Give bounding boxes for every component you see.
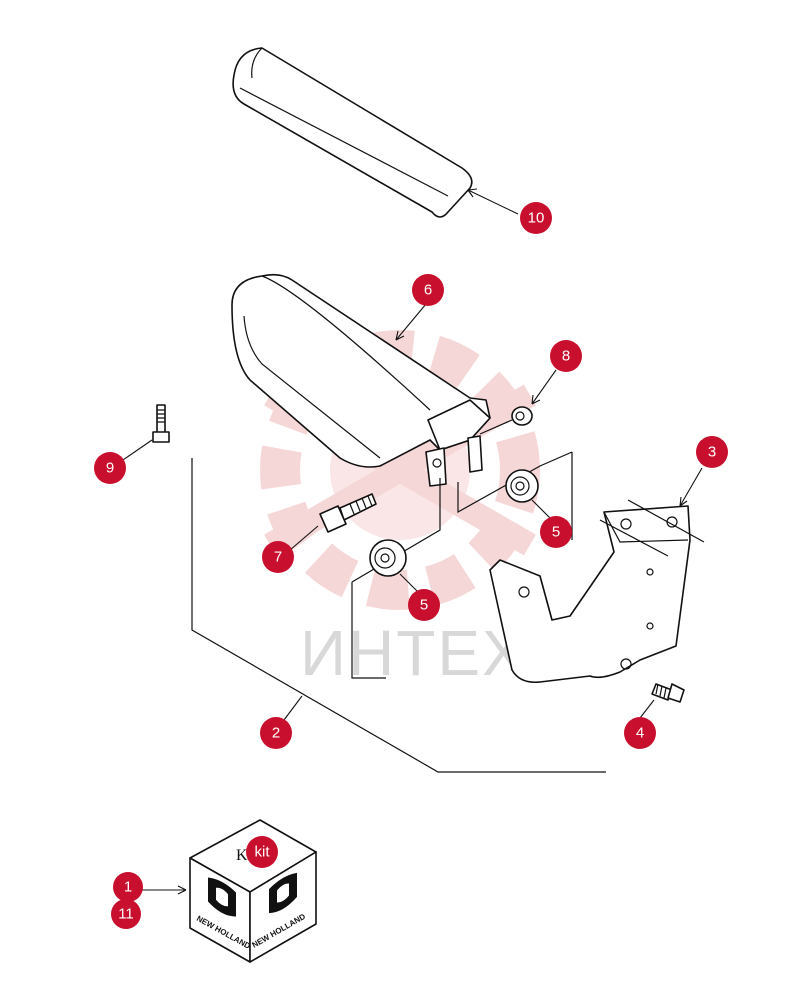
leader-5a [531, 499, 553, 521]
bracket [489, 499, 705, 684]
nut [479, 406, 533, 435]
leader-8 [531, 369, 557, 405]
kit-prefix: K [236, 847, 248, 864]
leader-3 [679, 467, 703, 507]
svg-text:4: 4 [636, 725, 644, 742]
flange-screw [651, 683, 685, 703]
svg-text:8: 8 [562, 348, 570, 365]
bushing-upper [505, 469, 539, 503]
hex-bolt [319, 493, 377, 533]
callout-8[interactable]: 8 [550, 340, 582, 372]
callout-1[interactable]: 1 [113, 872, 143, 902]
svg-text:1: 1 [124, 879, 132, 896]
svg-text:10: 10 [528, 210, 545, 227]
svg-text:2: 2 [272, 725, 280, 742]
callout-6[interactable]: 6 [412, 274, 444, 306]
svg-text:5: 5 [420, 597, 428, 614]
leader-7 [289, 525, 319, 551]
leader-2 [283, 695, 303, 721]
leader-10 [467, 189, 519, 215]
arrowhead-10 [467, 188, 478, 198]
svg-text:3: 3 [708, 444, 716, 461]
callout-9[interactable]: 9 [94, 452, 126, 484]
svg-text:9: 9 [106, 460, 114, 477]
arrowhead-8 [531, 394, 541, 405]
armrest-body [231, 273, 491, 487]
bushing-lower [369, 539, 407, 577]
leader-9 [119, 439, 153, 463]
callout-4[interactable]: 4 [624, 717, 656, 749]
svg-text:5: 5 [552, 524, 560, 541]
leader-4 [639, 699, 655, 719]
arrowhead-1 [177, 885, 187, 895]
arrowhead-3 [679, 496, 688, 507]
svg-text:6: 6 [424, 282, 432, 299]
callout-kit[interactable]: kit [246, 836, 278, 868]
leader-5b [399, 573, 419, 593]
armrest-pad [232, 47, 473, 218]
small-bolt [152, 404, 170, 443]
callout-7[interactable]: 7 [262, 541, 294, 573]
callout-5b[interactable]: 5 [408, 589, 440, 621]
arrowhead-6 [395, 330, 405, 341]
svg-text:kit: kit [255, 844, 271, 861]
callout-10[interactable]: 10 [520, 202, 552, 234]
svg-text:7: 7 [274, 549, 282, 566]
callout-2[interactable]: 2 [260, 717, 292, 749]
svg-text:11: 11 [118, 906, 134, 923]
callout-3[interactable]: 3 [696, 436, 728, 468]
leader-6 [395, 303, 427, 341]
callout-5a[interactable]: 5 [540, 516, 572, 548]
kit-box: NEW HOLLAND NEW HOLLAND [189, 819, 317, 963]
callout-11[interactable]: 11 [111, 899, 141, 929]
watermark-text: ИНТЕХ [300, 617, 527, 689]
